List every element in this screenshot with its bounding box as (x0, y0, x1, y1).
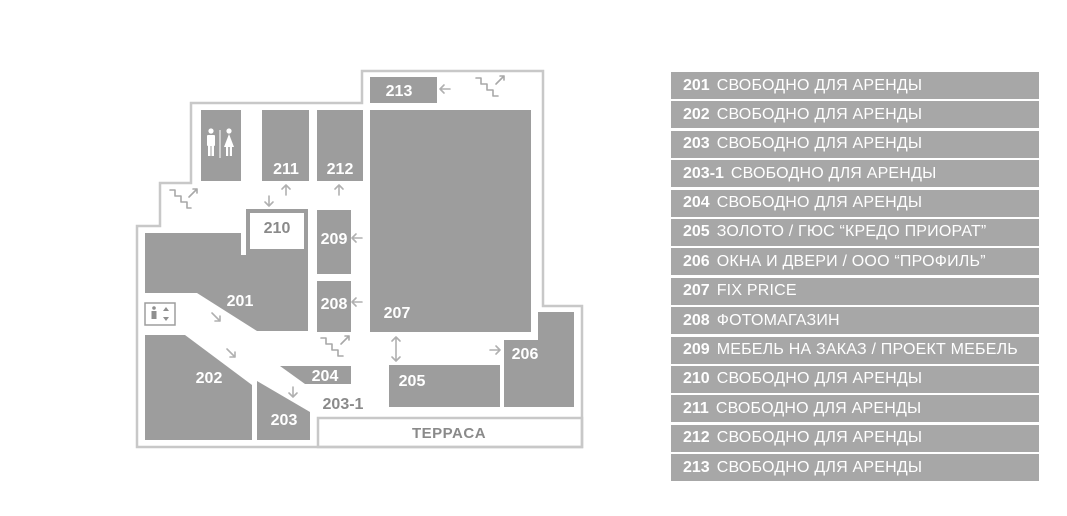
legend-number: 208 (683, 311, 710, 329)
legend-number: 201 (683, 76, 710, 94)
legend-tenant: СВОБОДНО ДЛЯ АРЕНДЫ (716, 458, 923, 476)
room-label: 202 (196, 370, 223, 387)
elevator-icon (144, 302, 176, 326)
room-203[interactable]: 203 (257, 381, 310, 440)
legend-tenant: СВОБОДНО ДЛЯ АРЕНДЫ (716, 76, 923, 94)
legend-row-203-1[interactable]: 203-1 СВОБОДНО ДЛЯ АРЕНДЫ (671, 160, 1039, 188)
room-206[interactable]: 206 (504, 312, 574, 407)
legend-tenant: СВОБОДНО ДЛЯ АРЕНДЫ (716, 105, 923, 123)
stairs-icon (320, 335, 350, 357)
legend-number: 204 (683, 194, 710, 212)
legend-row-201[interactable]: 201 СВОБОДНО ДЛЯ АРЕНДЫ (671, 72, 1039, 99)
room-208[interactable]: 208 (317, 281, 351, 332)
legend-row-208[interactable]: 208 ФОТОМАГАЗИН (671, 307, 1039, 335)
legend-row-207[interactable]: 207 FIX PRICE (671, 277, 1039, 305)
room-204[interactable]: 204 (280, 366, 351, 385)
room-label: 213 (386, 83, 413, 100)
room-212[interactable]: 212 (317, 110, 363, 181)
legend-tenant: СВОБОДНО ДЛЯ АРЕНДЫ (716, 135, 923, 153)
legend-row-206[interactable]: 206 ОКНА И ДВЕРИ / ООО “ПРОФИЛЬ” (671, 248, 1039, 276)
room-207[interactable]: 207 (370, 110, 531, 332)
legend-tenant: СВОБОДНО ДЛЯ АРЕНДЫ (730, 164, 937, 182)
room-205[interactable]: 205 (389, 365, 500, 407)
room-202[interactable]: 202 (145, 335, 252, 440)
legend-number: 211 (683, 399, 709, 417)
room-label: 203-1 (323, 396, 364, 413)
room-203-1[interactable]: 203-1 (323, 396, 364, 413)
room-201[interactable]: 201 (145, 233, 308, 331)
room-label: 203 (271, 412, 298, 429)
room-label: 208 (321, 296, 348, 313)
legend-row-204[interactable]: 204 СВОБОДНО ДЛЯ АРЕНДЫ (671, 189, 1039, 217)
legend-tenant: СВОБОДНО ДЛЯ АРЕНДЫ (715, 399, 922, 417)
legend-row-202[interactable]: 202 СВОБОДНО ДЛЯ АРЕНДЫ (671, 101, 1039, 129)
legend-number: 209 (683, 341, 710, 359)
legend-tenant: СВОБОДНО ДЛЯ АРЕНДЫ (716, 194, 923, 212)
room-label: 201 (227, 293, 254, 310)
legend-number: 213 (683, 458, 710, 476)
restroom-icon (201, 110, 241, 181)
legend-number: 212 (683, 429, 710, 447)
terrace-area (316, 416, 584, 449)
legend-tenant: FIX PRICE (716, 282, 797, 300)
stairs-icon (169, 188, 198, 209)
room-label: 211 (273, 161, 299, 178)
room-210[interactable]: 210 (246, 209, 308, 255)
legend-row-210[interactable]: 210 СВОБОДНО ДЛЯ АРЕНДЫ (671, 365, 1039, 393)
room-label: 209 (321, 231, 348, 248)
room-label: 207 (384, 305, 411, 322)
room-label: 210 (264, 220, 291, 237)
legend-number: 205 (683, 223, 710, 241)
legend-row-212[interactable]: 212 СВОБОДНО ДЛЯ АРЕНДЫ (671, 424, 1039, 452)
floor-plan: TEPPACA 201 202 203 203-1 204 205 206 20… (135, 69, 584, 449)
legend-tenant: МЕБЕЛЬ НА ЗАКАЗ / ПРОЕКТ МЕБЕЛЬ (716, 341, 1018, 359)
room-211[interactable]: 211 (262, 110, 309, 181)
legend-tenant: ЗОЛОТО / ГЮС “КРЕДО ПРИОРАТ” (716, 223, 987, 241)
legend-tenant: ОКНА И ДВЕРИ / ООО “ПРОФИЛЬ” (716, 252, 986, 270)
legend-tenant: ФОТОМАГАЗИН (716, 311, 840, 329)
entrance-arrow-icon (211, 84, 501, 398)
legend-row-213[interactable]: 213 СВОБОДНО ДЛЯ АРЕНДЫ (671, 454, 1039, 482)
room-label: 212 (327, 161, 354, 178)
room-label: 204 (312, 368, 339, 385)
room-label: 205 (399, 373, 426, 390)
legend-row-209[interactable]: 209 МЕБЕЛЬ НА ЗАКАЗ / ПРОЕКТ МЕБЕЛЬ (671, 336, 1039, 364)
legend-number: 210 (683, 370, 710, 388)
room-label: 206 (512, 346, 539, 363)
stairs-icon (475, 75, 505, 97)
legend-tenant: СВОБОДНО ДЛЯ АРЕНДЫ (716, 370, 923, 388)
legend-row-205[interactable]: 205 ЗОЛОТО / ГЮС “КРЕДО ПРИОРАТ” (671, 218, 1039, 246)
legend-number: 203 (683, 135, 710, 153)
legend-number: 207 (683, 282, 710, 300)
legend-row-203[interactable]: 203 СВОБОДНО ДЛЯ АРЕНДЫ (671, 130, 1039, 158)
legend-row-211[interactable]: 211 СВОБОДНО ДЛЯ АРЕНДЫ (671, 395, 1039, 423)
legend-number: 203-1 (683, 164, 724, 182)
legend-number: 202 (683, 105, 710, 123)
building-outline (135, 69, 584, 449)
room-209[interactable]: 209 (317, 210, 351, 274)
legend-number: 206 (683, 252, 710, 270)
terrace-label: TEPPACA (412, 425, 486, 442)
room-213[interactable]: 213 (370, 77, 437, 103)
legend-tenant: СВОБОДНО ДЛЯ АРЕНДЫ (716, 429, 923, 447)
